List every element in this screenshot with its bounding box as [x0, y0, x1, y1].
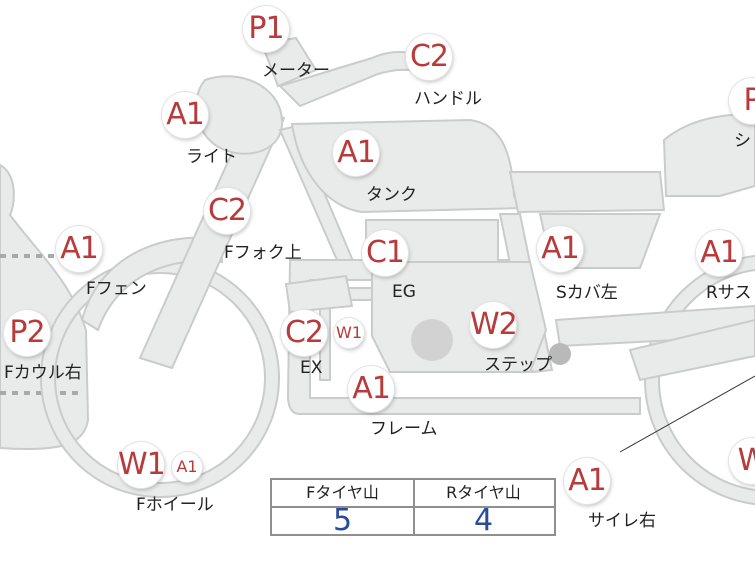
- exhaust-shape: [284, 274, 354, 314]
- badge-c2-ffork: C2: [204, 188, 250, 234]
- label-step: ステップ: [484, 355, 552, 375]
- label-frame: フレーム: [370, 419, 438, 439]
- badge-p1-meter: P1: [243, 6, 289, 52]
- label-tank: タンク: [366, 185, 417, 205]
- table-divider: [413, 480, 415, 534]
- header-front-tire: Fタイヤ山: [272, 480, 413, 508]
- badge-p2-fcowl: P2: [4, 310, 50, 356]
- badge-a1-fwheel: A1: [172, 452, 202, 482]
- tire-tread-table: Fタイヤ山 Rタイヤ山 5 4: [270, 478, 556, 536]
- label-side: サイレ右: [588, 511, 656, 531]
- badge-c2-handle: C2: [406, 34, 452, 80]
- label-meter: メーター: [262, 61, 330, 81]
- label-ffender: Fフェン: [86, 279, 147, 299]
- value-rear-tire: 4: [473, 503, 494, 538]
- badge-a1-rsus: A1: [696, 230, 742, 276]
- front-cowl-shape: [0, 163, 90, 451]
- badge-c2-ex: C2: [281, 310, 327, 356]
- value-front-tire: 5: [332, 503, 353, 538]
- label-light: ライト: [186, 147, 237, 167]
- badge-a1-light: A1: [162, 92, 208, 138]
- label-handle: ハンドル: [414, 89, 482, 109]
- badge-w2-step: W2: [470, 302, 518, 348]
- badge-a1-tank: A1: [333, 130, 379, 176]
- badge-a1-scover: A1: [537, 226, 583, 272]
- label-scover: Sカバ左: [556, 283, 618, 303]
- label-fcowl: Fカウル右: [4, 363, 82, 383]
- badge-w-rwheel: W: [729, 438, 755, 484]
- badge-w1-fwheel: W1: [118, 442, 166, 488]
- header-rear-tire: Rタイヤ山: [413, 480, 554, 508]
- label-seat: シ: [734, 131, 751, 151]
- label-ex: EX: [300, 358, 323, 378]
- badge-a1-side: A1: [564, 458, 610, 504]
- badge-a1-frame: A1: [348, 366, 394, 412]
- seat-shape: [508, 171, 666, 214]
- badge-a1-ffender: A1: [56, 226, 102, 272]
- badge-c1-eg: C1: [362, 230, 408, 276]
- label-eg: EG: [392, 282, 416, 302]
- label-rsus: Rサス: [706, 283, 752, 303]
- label-ffork: Fフォク上: [224, 243, 302, 263]
- badge-w1-ex: W1: [334, 318, 364, 348]
- label-fwheel: Fホイール: [136, 495, 214, 515]
